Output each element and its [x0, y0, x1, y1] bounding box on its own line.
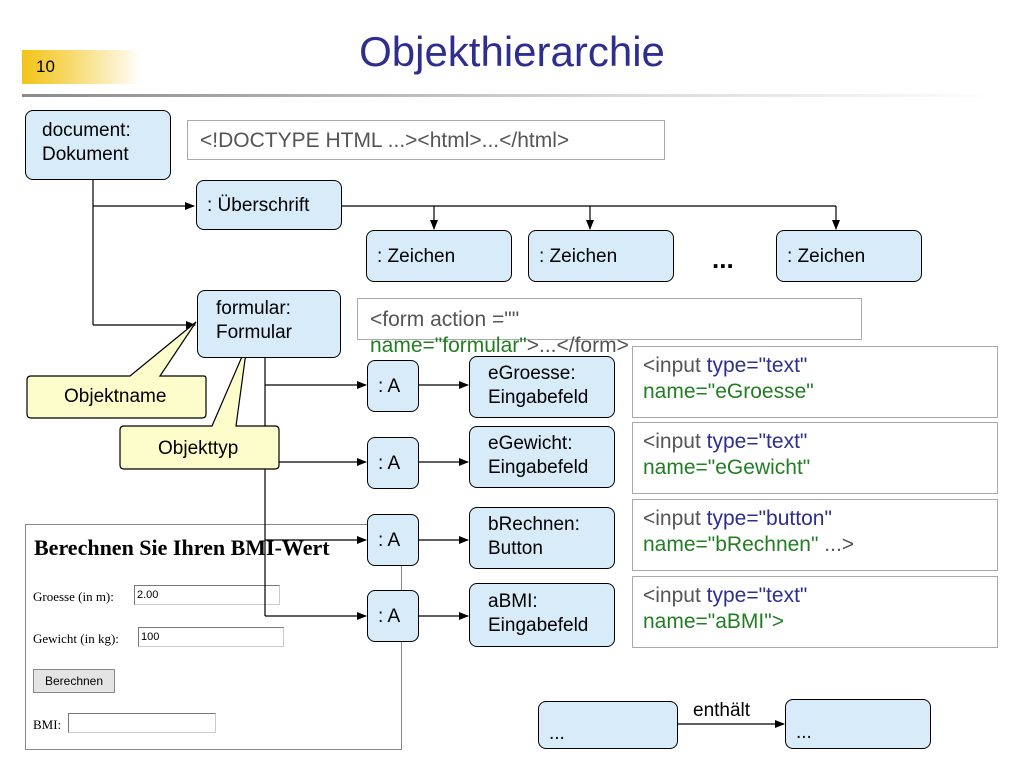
- berechnen-button[interactable]: Berechnen: [33, 669, 115, 693]
- node-document: document: Dokument: [25, 110, 171, 180]
- node-formular-name: formular:: [216, 298, 291, 319]
- node-formular: formular: Formular: [197, 290, 341, 358]
- form-heading: Berechnen Sie Ihren BMI-Wert: [34, 535, 330, 560]
- node-brechnen: bRechnen: Button: [469, 507, 615, 569]
- legend-box-right: ...: [785, 699, 931, 749]
- node-egewicht: eGewicht: Eingabefeld: [469, 426, 615, 488]
- code-form: <form action ="" name="formular">...</fo…: [357, 298, 862, 357]
- node-brechnen-type: Button: [488, 538, 543, 559]
- legend-box-left: ...: [538, 701, 678, 749]
- code-abmi: <input type="text" name="aBMI">: [632, 576, 998, 648]
- node-a-4: : A: [367, 590, 419, 642]
- node-zeichen-3: : Zeichen: [776, 230, 922, 282]
- slide-number-badge: 10: [22, 50, 142, 84]
- node-document-name: document:: [42, 120, 131, 141]
- callout-objektname: Objektname: [64, 386, 167, 407]
- callout-objektname-shape: [26, 321, 207, 419]
- node-abmi: aBMI: Eingabefeld: [469, 583, 615, 647]
- node-a-2: : A: [367, 437, 419, 489]
- node-egewicht-type: Eingabefeld: [488, 457, 589, 478]
- code-abmi-type: type="text": [706, 584, 808, 607]
- gewicht-label: Gewicht (in kg):: [33, 631, 119, 646]
- code-brechnen: <input type="button" name="bRechnen" ...…: [632, 499, 998, 571]
- code-form-name: name="formular": [370, 334, 527, 357]
- node-abmi-type: Eingabefeld: [488, 615, 589, 636]
- node-document-type: Dokument: [42, 144, 129, 165]
- code-egewicht-tag: <input: [643, 430, 707, 453]
- node-zeichen-1: : Zeichen: [366, 230, 512, 282]
- node-ueberschrift: : Überschrift: [196, 180, 342, 230]
- legend-label: enthält: [693, 700, 751, 721]
- code-form-line1: <form action ="": [370, 308, 520, 331]
- code-brechnen-rest: ...>: [818, 533, 855, 556]
- code-brechnen-type: type="button": [706, 507, 832, 530]
- node-zeichen-2: : Zeichen: [528, 230, 674, 282]
- title-divider: [22, 94, 1002, 97]
- code-egroesse-type: type="text": [706, 354, 808, 377]
- code-egroesse-tag: <input: [643, 354, 707, 377]
- callout-objekttyp-shape: [119, 344, 280, 470]
- zeichen-ellipsis: ...: [712, 244, 734, 274]
- code-egroesse-name: name="eGroesse": [643, 380, 814, 403]
- node-formular-type: Formular: [216, 322, 293, 343]
- code-brechnen-name: name="bRechnen": [643, 533, 819, 556]
- code-egewicht-name: name="eGewicht": [643, 456, 811, 479]
- code-form-line2: name="formular">...</form>: [370, 333, 628, 359]
- code-egewicht: <input type="text" name="eGewicht": [632, 422, 998, 494]
- callout-objekttyp: Objekttyp: [158, 438, 239, 459]
- node-a-3: : A: [367, 514, 419, 566]
- form-screenshot: Berechnen Sie Ihren BMI-Wert Groesse (in…: [25, 524, 402, 750]
- page-title: Objekthierarchie: [359, 28, 665, 75]
- node-egroesse-name: eGroesse:: [488, 363, 576, 384]
- code-egewicht-type: type="text": [706, 430, 808, 453]
- node-egroesse: eGroesse: Eingabefeld: [469, 356, 615, 418]
- code-abmi-tag: <input: [643, 584, 707, 607]
- groesse-label: Groesse (in m):: [33, 589, 114, 604]
- bmi-label: BMI:: [33, 717, 62, 732]
- code-form-rest: >...</form>: [526, 334, 628, 357]
- node-abmi-name: aBMI:: [488, 591, 538, 612]
- gewicht-input[interactable]: 100: [138, 627, 284, 647]
- node-a-1: : A: [367, 360, 419, 412]
- bmi-input[interactable]: [68, 713, 216, 733]
- code-brechnen-tag: <input: [643, 507, 707, 530]
- code-abmi-name: name="aBMI">: [643, 610, 784, 633]
- code-doctype: <!DOCTYPE HTML ...><html>...</html>: [187, 120, 665, 160]
- node-egewicht-name: eGewicht:: [488, 433, 573, 454]
- code-egroesse: <input type="text" name="eGroesse": [632, 346, 998, 418]
- slide-number: 10: [36, 57, 55, 76]
- node-egroesse-type: Eingabefeld: [488, 387, 589, 408]
- groesse-input[interactable]: 2.00: [134, 585, 280, 605]
- node-brechnen-name: bRechnen:: [488, 514, 580, 535]
